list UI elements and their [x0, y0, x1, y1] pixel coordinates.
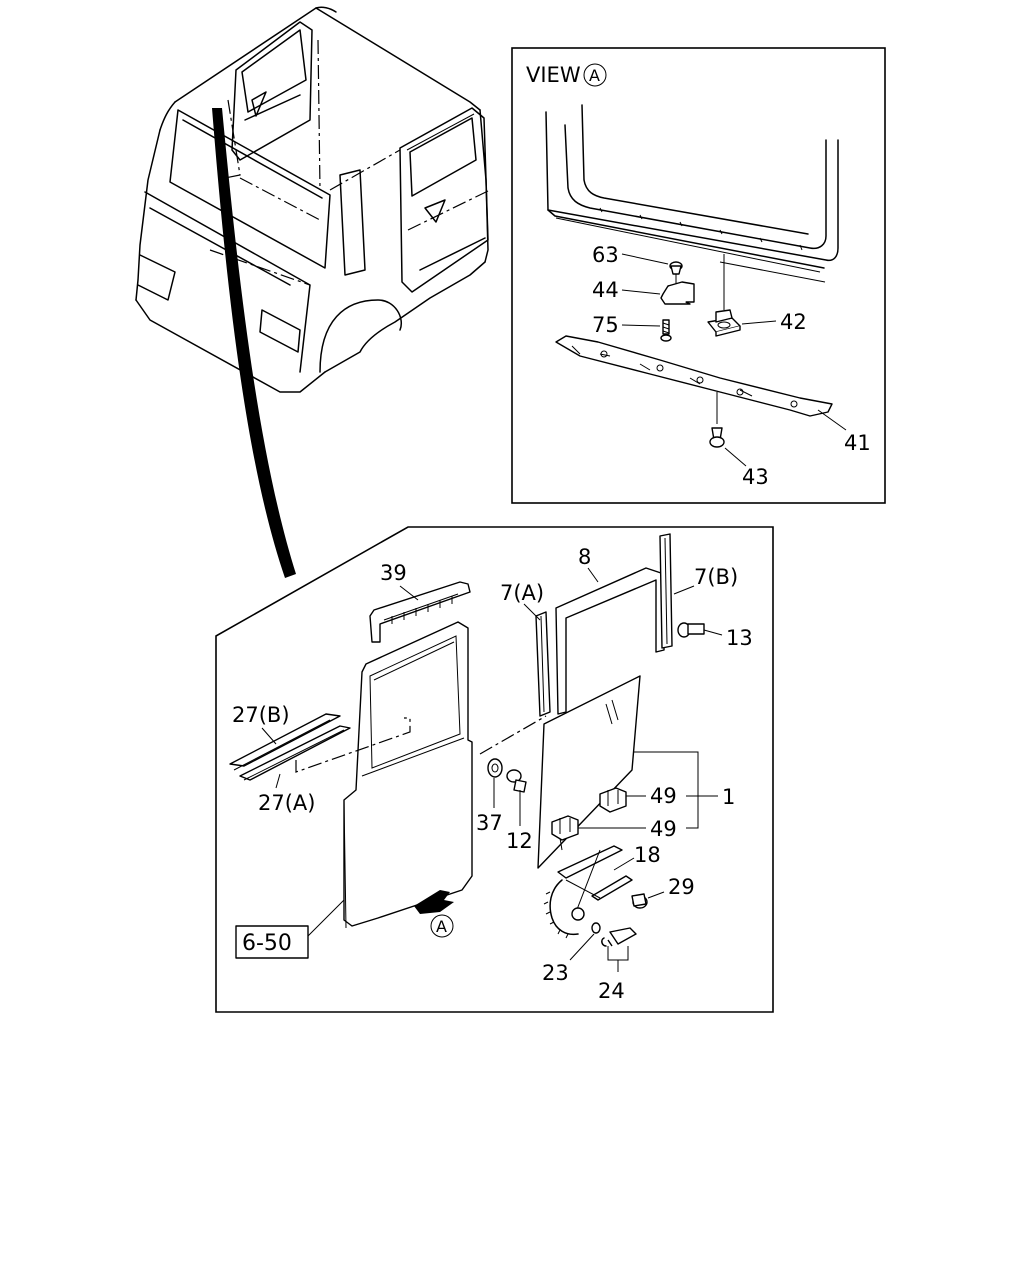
part-7b-channel [659, 533, 673, 649]
callout-49-lower: 49 [650, 817, 677, 841]
callout-37: 37 [476, 811, 503, 835]
callout-18: 18 [634, 843, 661, 867]
part-23-washer [591, 922, 601, 934]
part-37-washer [487, 758, 503, 778]
part-18-regulator [543, 845, 633, 939]
cab-illustration [135, 6, 491, 393]
reference-box-frame [235, 925, 309, 959]
callout-7a: 7(A) [500, 581, 544, 605]
part-29-bolt [631, 893, 648, 909]
part-12-bolt [506, 769, 527, 793]
view-marker-circle [583, 63, 607, 87]
callout-49-upper: 49 [650, 784, 677, 808]
part-24-handle [601, 927, 637, 947]
view-marker: A [589, 66, 600, 85]
callout-29: 29 [668, 875, 695, 899]
callout-41: 41 [844, 431, 871, 455]
part-39-sash-rail [369, 581, 471, 643]
callout-1: 1 [722, 785, 735, 809]
part-44-bracket [660, 281, 695, 305]
door-body [343, 621, 473, 929]
callout-24: 24 [598, 979, 625, 1003]
callout-39: 39 [380, 561, 407, 585]
part-42-fastener [707, 309, 741, 337]
part-27b-molding [229, 713, 341, 771]
callout-12: 12 [506, 829, 533, 853]
view-a-frame [511, 47, 886, 504]
part-27a-molding [239, 725, 351, 781]
callout-7b: 7(B) [694, 565, 738, 589]
reference-box: 6-50 [242, 931, 292, 956]
callout-23: 23 [542, 961, 569, 985]
callout-8: 8 [578, 545, 591, 569]
callout-75: 75 [592, 313, 619, 337]
part-63-clip [669, 261, 683, 288]
section-a-marker: A [436, 917, 447, 936]
leader-arrow [212, 108, 296, 578]
part-8-glass-run [555, 567, 665, 715]
part-43-screw [709, 427, 725, 448]
part-41-rail [555, 335, 833, 417]
callout-43: 43 [742, 465, 769, 489]
callout-27a: 27(A) [258, 791, 315, 815]
callout-42: 42 [780, 310, 807, 334]
part-75-screw [660, 319, 672, 342]
part-49-guide-lower [551, 815, 579, 841]
view-a-panel: VIEW A 63 44 75 [511, 47, 886, 504]
callout-44: 44 [592, 278, 619, 302]
part-49-guide-upper [599, 787, 627, 813]
part-7a-channel [535, 611, 551, 717]
part-13-bolt [677, 622, 705, 638]
callout-13: 13 [726, 626, 753, 650]
view-title: VIEW [526, 63, 581, 87]
callout-63: 63 [592, 243, 619, 267]
door-exploded-panel: 39 8 7(A) 7(B) [215, 526, 774, 1013]
section-a-circle [430, 914, 454, 938]
callout-27b: 27(B) [232, 703, 290, 727]
section-a-arrow [414, 890, 454, 914]
